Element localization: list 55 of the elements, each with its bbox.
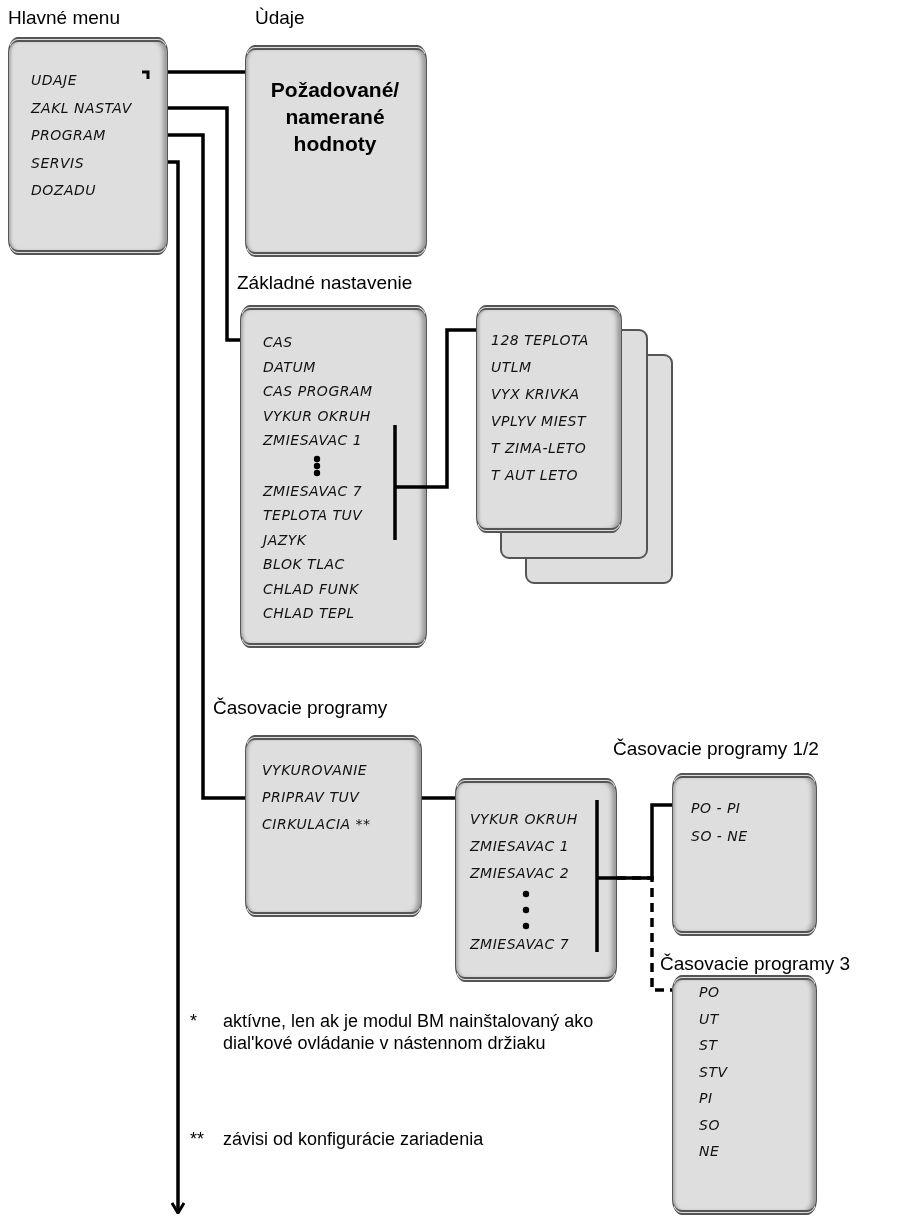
menu-item: DOZADU <box>31 182 96 198</box>
menu-item: CAS <box>263 334 293 350</box>
screen-title: Základné nastavenie <box>237 272 413 294</box>
menu-item: CHLAD TEPL <box>263 605 355 621</box>
menu-item: PO - PI <box>691 800 741 816</box>
menu-item: UDAJE <box>31 72 78 88</box>
screen-title: Hlavné menu <box>8 7 120 29</box>
menu-item: PRIPRAV TUV <box>262 789 360 805</box>
connector-line <box>422 796 455 800</box>
footnote-text: aktívne, len ak je modul BM nainštalovaný ako dial'kové ovládanie v nástennom držiaku <box>223 1010 595 1054</box>
menu-item: PROGRAM <box>31 127 106 143</box>
menu-item: ZAKL NASTAV <box>31 99 132 116</box>
menu-item: VPLYV MIEST <box>491 413 587 429</box>
footnote-mark: ** <box>190 1128 205 1150</box>
menu-item: PO <box>699 984 720 1000</box>
footnote-text: závisi od konfigurácie zariadenia <box>223 1128 485 1150</box>
menu-item: UT <box>699 1010 719 1027</box>
connector-line <box>168 106 240 342</box>
menu-item: CHLAD FUNK <box>263 580 359 597</box>
menu-item: ZMIESAVAC 7 <box>263 482 363 499</box>
menu-item: VYKUROVANIE <box>262 762 368 778</box>
menu-item: SERVIS <box>31 154 85 171</box>
menu-item: UTLM <box>491 359 532 375</box>
connector-line <box>168 70 245 74</box>
footnote-mark: * <box>190 1010 198 1032</box>
menu-item: ZMIESAVAC 1 <box>263 432 363 448</box>
menu-item: T ZIMA-LETO <box>491 440 587 456</box>
menu-item: STV <box>699 1063 728 1080</box>
screen-title: Časovacie programy <box>213 697 388 719</box>
connector-line <box>168 133 245 800</box>
menu-item: ST <box>699 1037 718 1053</box>
screen-title: Časovacie programy 3 <box>660 953 851 975</box>
menu-item: TEPLOTA TUV <box>263 507 363 523</box>
menu-item: SO <box>699 1116 720 1133</box>
menu-item: SO - NE <box>691 828 748 844</box>
menu-item: BLOK TLAC <box>263 556 345 572</box>
menu-item: ZMIESAVAC 7 <box>470 936 570 952</box>
menu-item: NE <box>699 1143 720 1159</box>
screen-text: Požadované/ namerané hodnoty <box>269 77 401 157</box>
menu-item: CAS PROGRAM <box>263 383 373 399</box>
connector-line <box>617 876 672 992</box>
menu-item: VYX KRIVKA <box>491 386 580 402</box>
menu-item: T AUT LETO <box>491 467 579 483</box>
menu-item: VYKUR OKRUH <box>470 811 578 827</box>
screen-title: Ùdaje <box>255 7 305 29</box>
connector-line <box>427 328 476 489</box>
connector-line <box>167 160 186 1215</box>
menu-item: PI <box>699 1090 713 1106</box>
menu-item: 128 TEPLOTA <box>491 332 589 348</box>
menu-item: DATUM <box>263 358 316 375</box>
menu-item: ZMIESAVAC 2 <box>470 865 570 881</box>
screen-title: Časovacie programy 1/2 <box>613 738 819 760</box>
menu-item: CIRKULACIA ** <box>262 816 371 832</box>
menu-item: VYKUR OKRUH <box>263 407 371 424</box>
menu-item: ZMIESAVAC 1 <box>470 838 570 854</box>
